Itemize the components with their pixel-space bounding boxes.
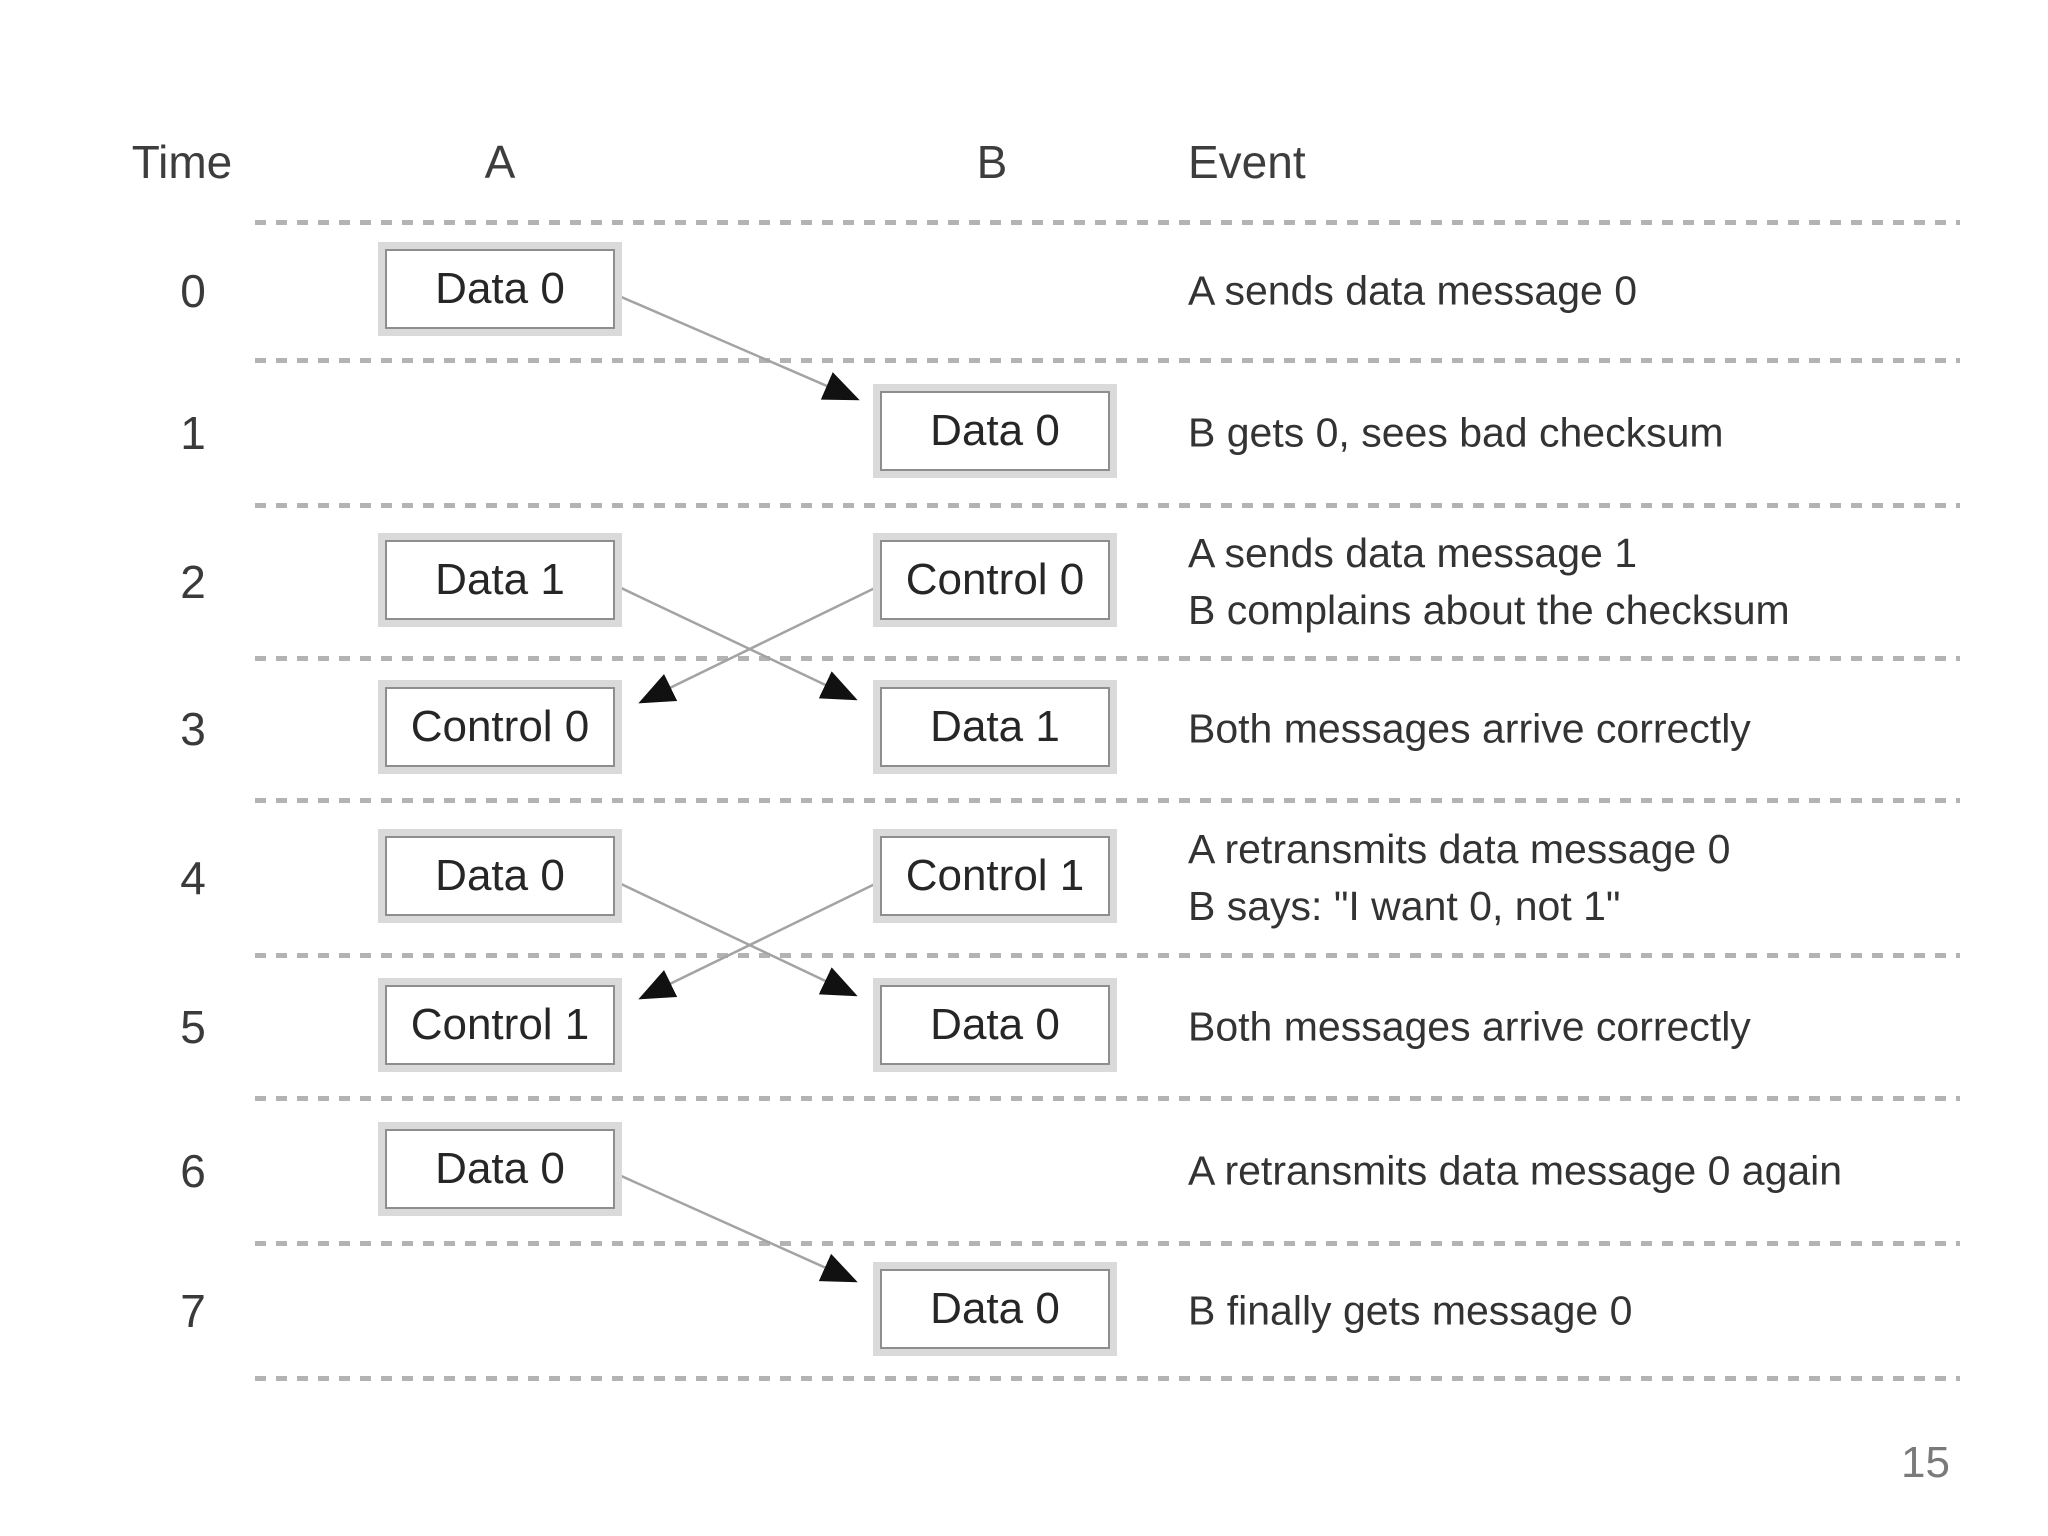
event-line: B complains about the checksum (1188, 587, 1790, 633)
row-separator (255, 1096, 1960, 1101)
arrow-a4-to-b5 (618, 881, 858, 997)
arrow-a6-to-b7 (618, 1173, 858, 1283)
row-separator (255, 503, 1960, 508)
event-text: A retransmits data message 0 B says: "I … (1188, 821, 1730, 935)
message-box: Control 0 (880, 540, 1110, 620)
message-box: Data 0 (880, 1269, 1110, 1349)
message-box: Control 1 (880, 836, 1110, 916)
row-separator (255, 220, 1960, 225)
message-box: Control 0 (385, 687, 615, 767)
event-line: Both messages arrive correctly (1188, 705, 1751, 752)
row-separator (255, 358, 1960, 363)
message-box: Control 1 (385, 985, 615, 1065)
time-label: 4 (180, 852, 206, 904)
column-header-b: B (976, 136, 1008, 188)
time-label: 5 (180, 1001, 206, 1053)
event-text: B gets 0, sees bad checksum (1188, 405, 1724, 462)
column-header-a: A (484, 136, 516, 188)
event-text: A sends data message 1 B complains about… (1188, 525, 1790, 639)
time-label: 1 (180, 407, 206, 459)
arrow-b4-to-a5 (638, 881, 878, 1000)
arrow-a2-to-b3 (618, 585, 858, 701)
arrow-b2-to-a3 (638, 585, 878, 704)
event-line: A sends data message 1 (1188, 530, 1638, 576)
event-text: Both messages arrive correctly (1188, 999, 1751, 1056)
message-box: Data 0 (385, 836, 615, 916)
event-line: Both messages arrive correctly (1188, 1003, 1751, 1050)
time-label: 6 (180, 1145, 206, 1197)
column-header-event: Event (1188, 136, 1306, 188)
page-number: 15 (1901, 1438, 1950, 1487)
row-separator (255, 656, 1960, 661)
time-label: 0 (180, 265, 206, 317)
row-separator (255, 953, 1960, 958)
event-line: A retransmits data message 0 (1188, 826, 1731, 872)
event-line: A sends data message 0 (1188, 267, 1638, 314)
arrow-a0-to-b1 (618, 294, 860, 401)
event-line: B finally gets message 0 (1188, 1287, 1633, 1334)
row-separator (255, 1241, 1960, 1246)
time-label: 2 (180, 556, 206, 608)
time-label: 7 (180, 1285, 206, 1337)
event-text: A retransmits data message 0 again (1188, 1143, 1842, 1200)
event-line: B gets 0, sees bad checksum (1188, 409, 1724, 456)
message-box: Data 1 (385, 540, 615, 620)
row-separator (255, 1376, 1960, 1381)
row-separator (255, 798, 1960, 803)
message-box: Data 0 (385, 1129, 615, 1209)
event-text: B finally gets message 0 (1188, 1283, 1632, 1340)
message-box: Data 1 (880, 687, 1110, 767)
event-text: Both messages arrive correctly (1188, 701, 1751, 758)
event-text: A sends data message 0 (1188, 263, 1637, 320)
message-box: Data 0 (385, 249, 615, 329)
message-box: Data 0 (880, 985, 1110, 1065)
column-header-time: Time (131, 136, 233, 188)
event-line: A retransmits data message 0 again (1188, 1147, 1843, 1194)
event-line: B says: "I want 0, not 1" (1188, 883, 1621, 929)
time-label: 3 (180, 703, 206, 755)
message-box: Data 0 (880, 391, 1110, 471)
